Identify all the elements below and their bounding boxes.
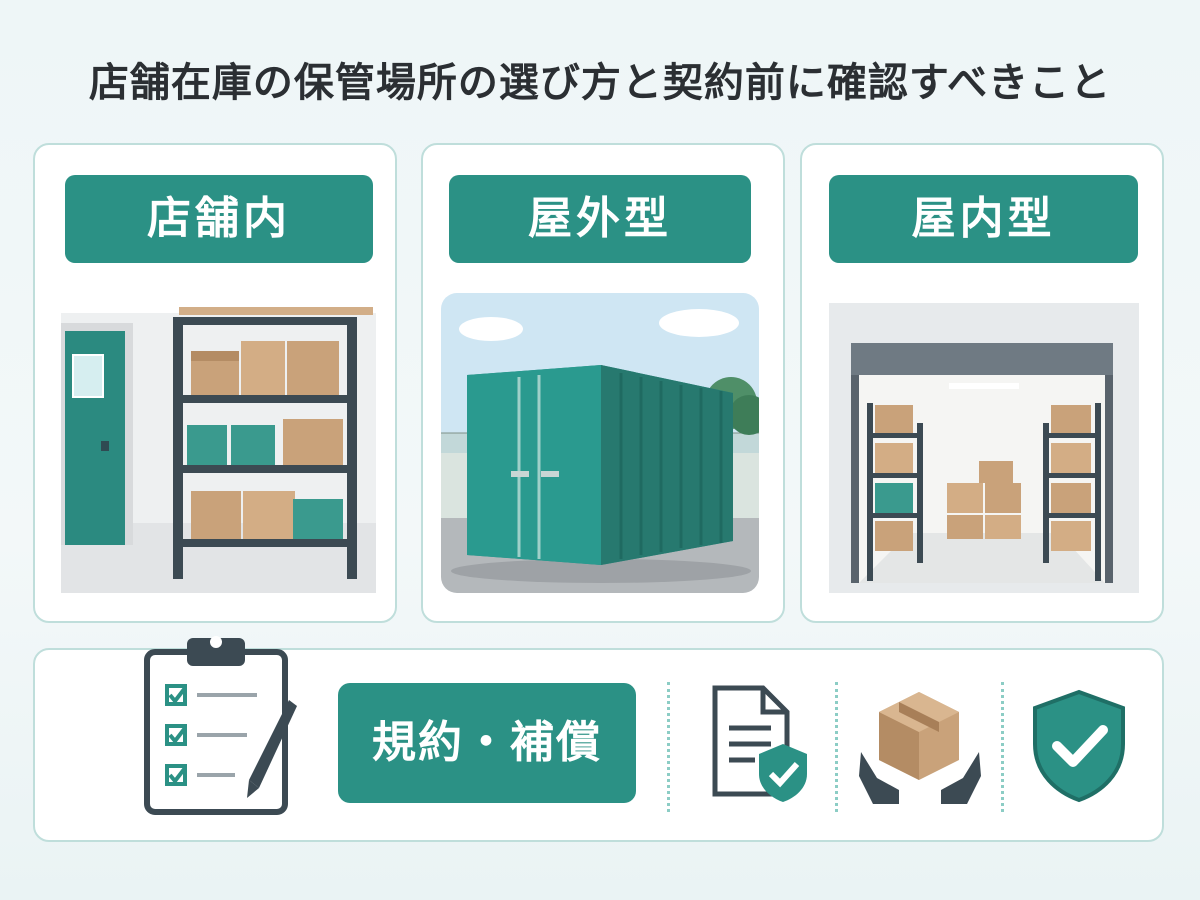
page-title: 店舗在庫の保管場所の選び方と契約前に確認すべきこと xyxy=(88,60,1112,106)
divider xyxy=(835,682,838,812)
card-indoor: 屋内型 xyxy=(800,143,1164,623)
terms-label: 規約・補償 xyxy=(338,683,636,803)
card-label-outdoor: 屋外型 xyxy=(449,175,751,263)
terms-panel: 規約・補償 xyxy=(33,636,1164,842)
shipping-container-illustration xyxy=(441,293,759,593)
store-backroom-shelf-illustration xyxy=(61,293,376,593)
clipboard-checklist-icon xyxy=(144,636,297,815)
card-outdoor: 屋外型 xyxy=(421,143,785,623)
document-shield-icon xyxy=(712,685,807,802)
card-in-store: 店舗内 xyxy=(33,143,397,623)
card-label-indoor: 屋内型 xyxy=(829,175,1138,263)
divider xyxy=(1001,682,1004,812)
hands-box-icon xyxy=(859,692,981,804)
shield-check-icon xyxy=(1033,689,1125,803)
card-label-in-store: 店舗内 xyxy=(65,175,373,263)
indoor-storage-unit-illustration xyxy=(829,303,1139,593)
divider xyxy=(667,682,670,812)
